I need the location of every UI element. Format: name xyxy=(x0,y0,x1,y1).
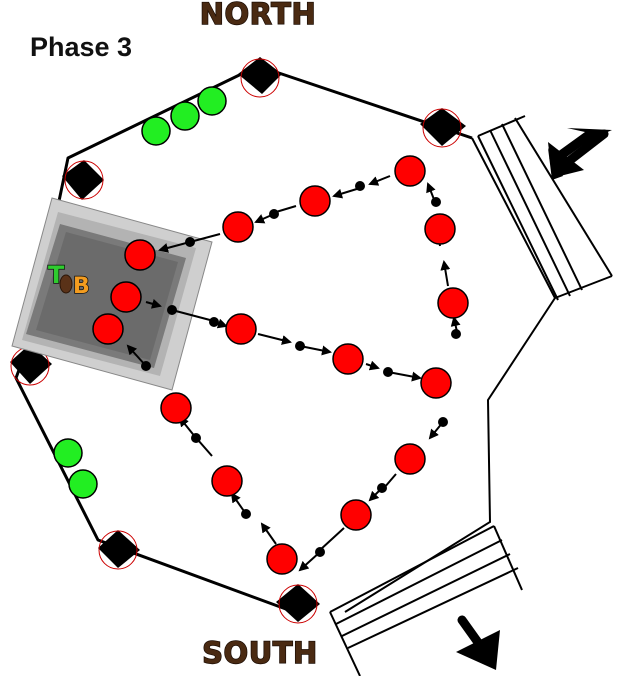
pillar-icon xyxy=(420,108,466,148)
danger-circle-icon xyxy=(332,343,364,375)
danger-circle-icon xyxy=(211,465,243,497)
danger-circle-icon xyxy=(394,443,426,475)
player-dot-icon xyxy=(141,116,171,146)
danger-circle-icon xyxy=(299,185,331,217)
pillar-icon xyxy=(62,160,104,200)
boss-letter: B xyxy=(73,274,90,299)
danger-circle-icon xyxy=(437,287,469,319)
danger-circle-icon xyxy=(124,239,156,271)
pillar-icon xyxy=(98,530,140,570)
danger-circle-icon xyxy=(420,367,452,399)
entry-arrow-icon xyxy=(548,129,609,178)
danger-circles xyxy=(92,155,469,575)
danger-circle-icon xyxy=(110,281,142,313)
player-dot-icon xyxy=(197,86,227,116)
danger-circle-icon xyxy=(266,543,298,575)
pillars xyxy=(10,57,466,624)
player-dot-icon xyxy=(170,101,200,131)
phase-label: Phase 3 xyxy=(30,32,132,62)
pillar-icon xyxy=(276,584,320,624)
waypoints xyxy=(141,181,461,557)
danger-circle-icon xyxy=(225,313,257,345)
danger-circle-icon xyxy=(92,313,124,345)
exit-arrow-icon xyxy=(456,615,500,670)
danger-circle-icon xyxy=(394,155,426,187)
south-label: SOUTH xyxy=(202,636,318,670)
danger-circle-icon xyxy=(222,211,254,243)
pillar-icon xyxy=(238,57,282,98)
tank-letter: T xyxy=(48,261,65,289)
danger-circle-icon xyxy=(160,392,192,424)
player-dot-icon xyxy=(68,469,98,499)
danger-circle-icon xyxy=(424,213,456,245)
safe-players xyxy=(53,86,227,499)
north-label: NORTH xyxy=(200,0,317,31)
danger-circle-icon xyxy=(340,499,372,531)
corridor-walls xyxy=(329,115,613,676)
player-dot-icon xyxy=(53,438,83,468)
tank-boss-marker: T B xyxy=(47,260,90,300)
